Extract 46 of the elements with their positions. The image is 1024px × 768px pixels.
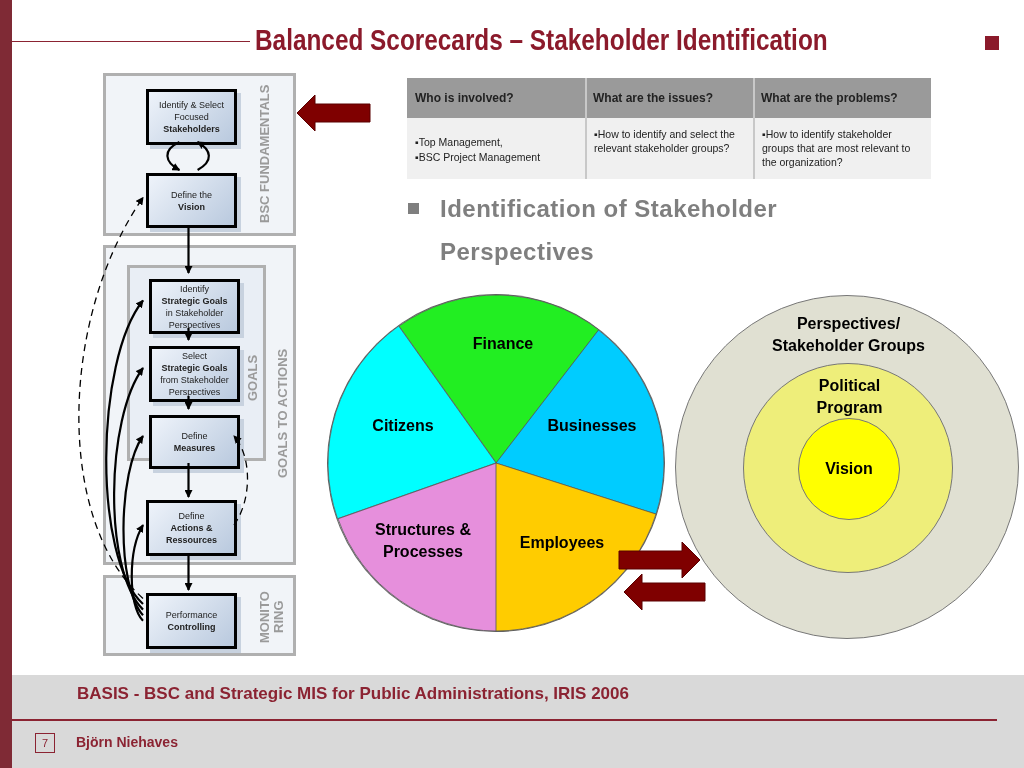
arrow — [184, 553, 193, 591]
phase-label: GOALS TO ACTIONS — [276, 347, 291, 480]
page-number: 7 — [35, 733, 55, 753]
arrow — [196, 141, 210, 171]
block-arrow — [618, 541, 701, 579]
block-arrow — [296, 94, 371, 132]
arrow — [105, 299, 144, 605]
circle-label: Perspectives/ Stakeholder Groups — [771, 314, 926, 356]
section-heading: Identification of Stakeholder Perspectives — [440, 194, 779, 267]
cell-text: ▪How to identify and select the relevant stakeholder groups? — [594, 127, 736, 155]
arrow — [233, 435, 249, 526]
cell-text: ▪How to identify stakeholder groups that are most relevant to the organization? — [762, 127, 912, 169]
arrow — [122, 435, 144, 616]
phase-label: MONITO RING — [258, 590, 287, 645]
phase-label: BSC FUNDAMENTALS — [258, 84, 273, 224]
circle-label: Political Program — [815, 376, 884, 418]
arrow — [184, 225, 193, 274]
header-text: What are the problems? — [761, 91, 899, 105]
pie-slice — [337, 463, 496, 631]
slice-label: Structures & Processes — [373, 520, 472, 562]
slice-label: Businesses — [546, 416, 638, 436]
slide-title: Balanced Scorecards – Stakeholder Identification — [255, 24, 828, 57]
pie-chart — [328, 295, 664, 631]
phase-label: GOALS — [246, 353, 261, 404]
header-text: Who is involved? — [415, 91, 515, 105]
phase-panel — [103, 73, 296, 236]
slice-label: Finance — [471, 334, 535, 354]
slice-label: Citizens — [371, 416, 435, 436]
arrow — [184, 328, 193, 341]
cell-text: ▪BSC Project Management — [415, 150, 542, 164]
cell-text: ▪Top Management, — [415, 135, 504, 149]
header-text: What are the issues? — [593, 91, 715, 105]
slice-label: Employees — [518, 533, 606, 553]
arrow — [130, 524, 144, 622]
arrow — [184, 463, 193, 498]
arrow — [78, 196, 144, 600]
arrow — [113, 367, 144, 611]
phase-panel — [103, 575, 296, 656]
arrow — [184, 396, 193, 410]
arrow — [166, 141, 181, 171]
footer-title: BASIS - BSC and Strategic MIS for Public Administrations, IRIS 2006 — [77, 684, 629, 704]
phase-panel — [103, 245, 296, 565]
pie-slice — [496, 463, 657, 631]
nested-circle: Vision — [798, 418, 900, 520]
author-name: Björn Niehaves — [76, 734, 178, 750]
block-arrow — [623, 573, 706, 611]
